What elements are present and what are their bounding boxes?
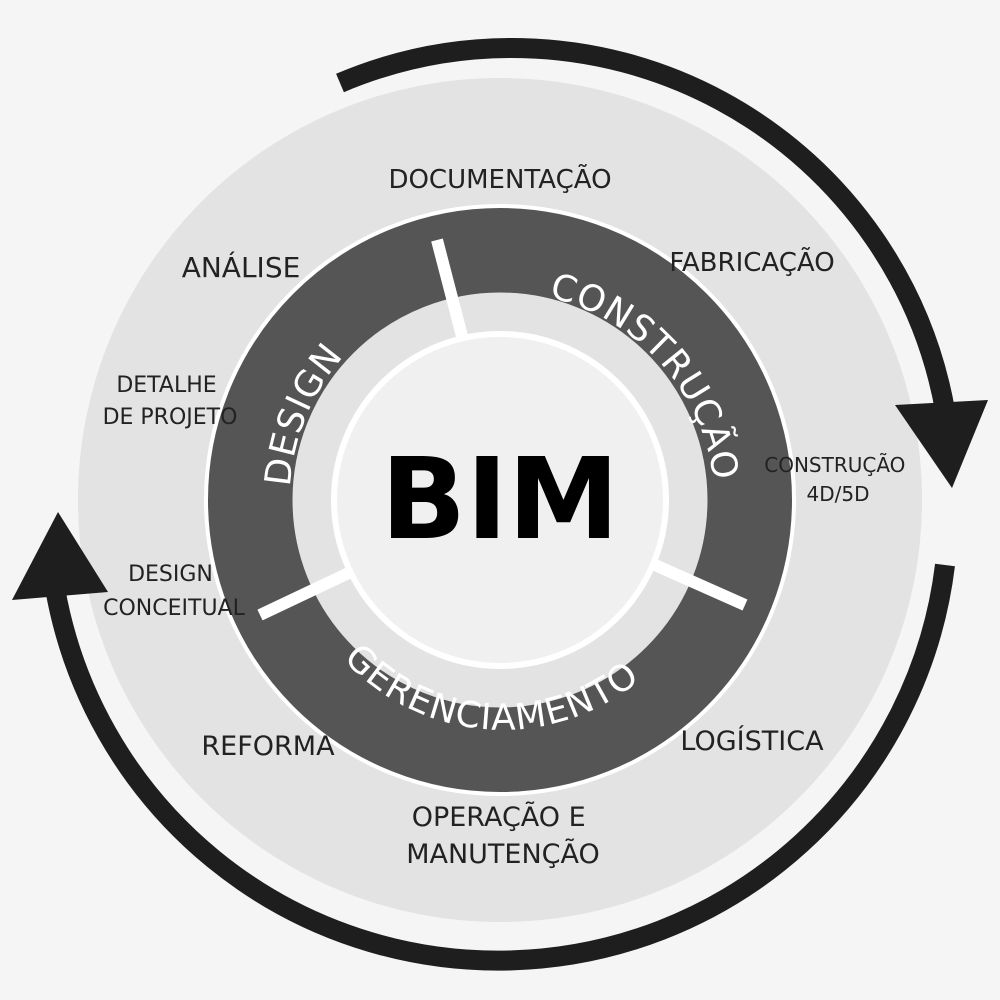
center-label: BIM [381,435,620,565]
segment-gap-top [431,238,469,342]
label-operacao-e-manutencao: OPERAÇÃO E MANUTENÇÃO [406,801,600,870]
cycle-arc-left [45,563,955,971]
label-construcao-4d5d: CONSTRUÇÃO 4D/5D [764,453,912,506]
label-analise: ANÁLISE [182,250,301,284]
inner-disk [331,331,669,669]
segment-ring-outer-edge [204,204,796,796]
label-detalhe-de-projeto: DETALHE DE PROJETO [103,373,238,430]
label-design-conceitual: DESIGN CONCEITUAL [103,562,245,621]
segment-gap-left [257,564,358,621]
label-fabricacao: FABRICAÇÃO [669,246,834,278]
segment-ring [207,207,793,793]
label-logistica: LOGÍSTICA [680,725,824,757]
cycle-arc-right [336,38,955,412]
cycle-arrow-left-icon [12,512,108,600]
segment-gap-right [652,559,748,611]
cycle-arrow-right-icon [895,400,988,488]
label-reforma: REFORMA [201,731,335,762]
label-documentacao: DOCUMENTAÇÃO [388,163,611,195]
